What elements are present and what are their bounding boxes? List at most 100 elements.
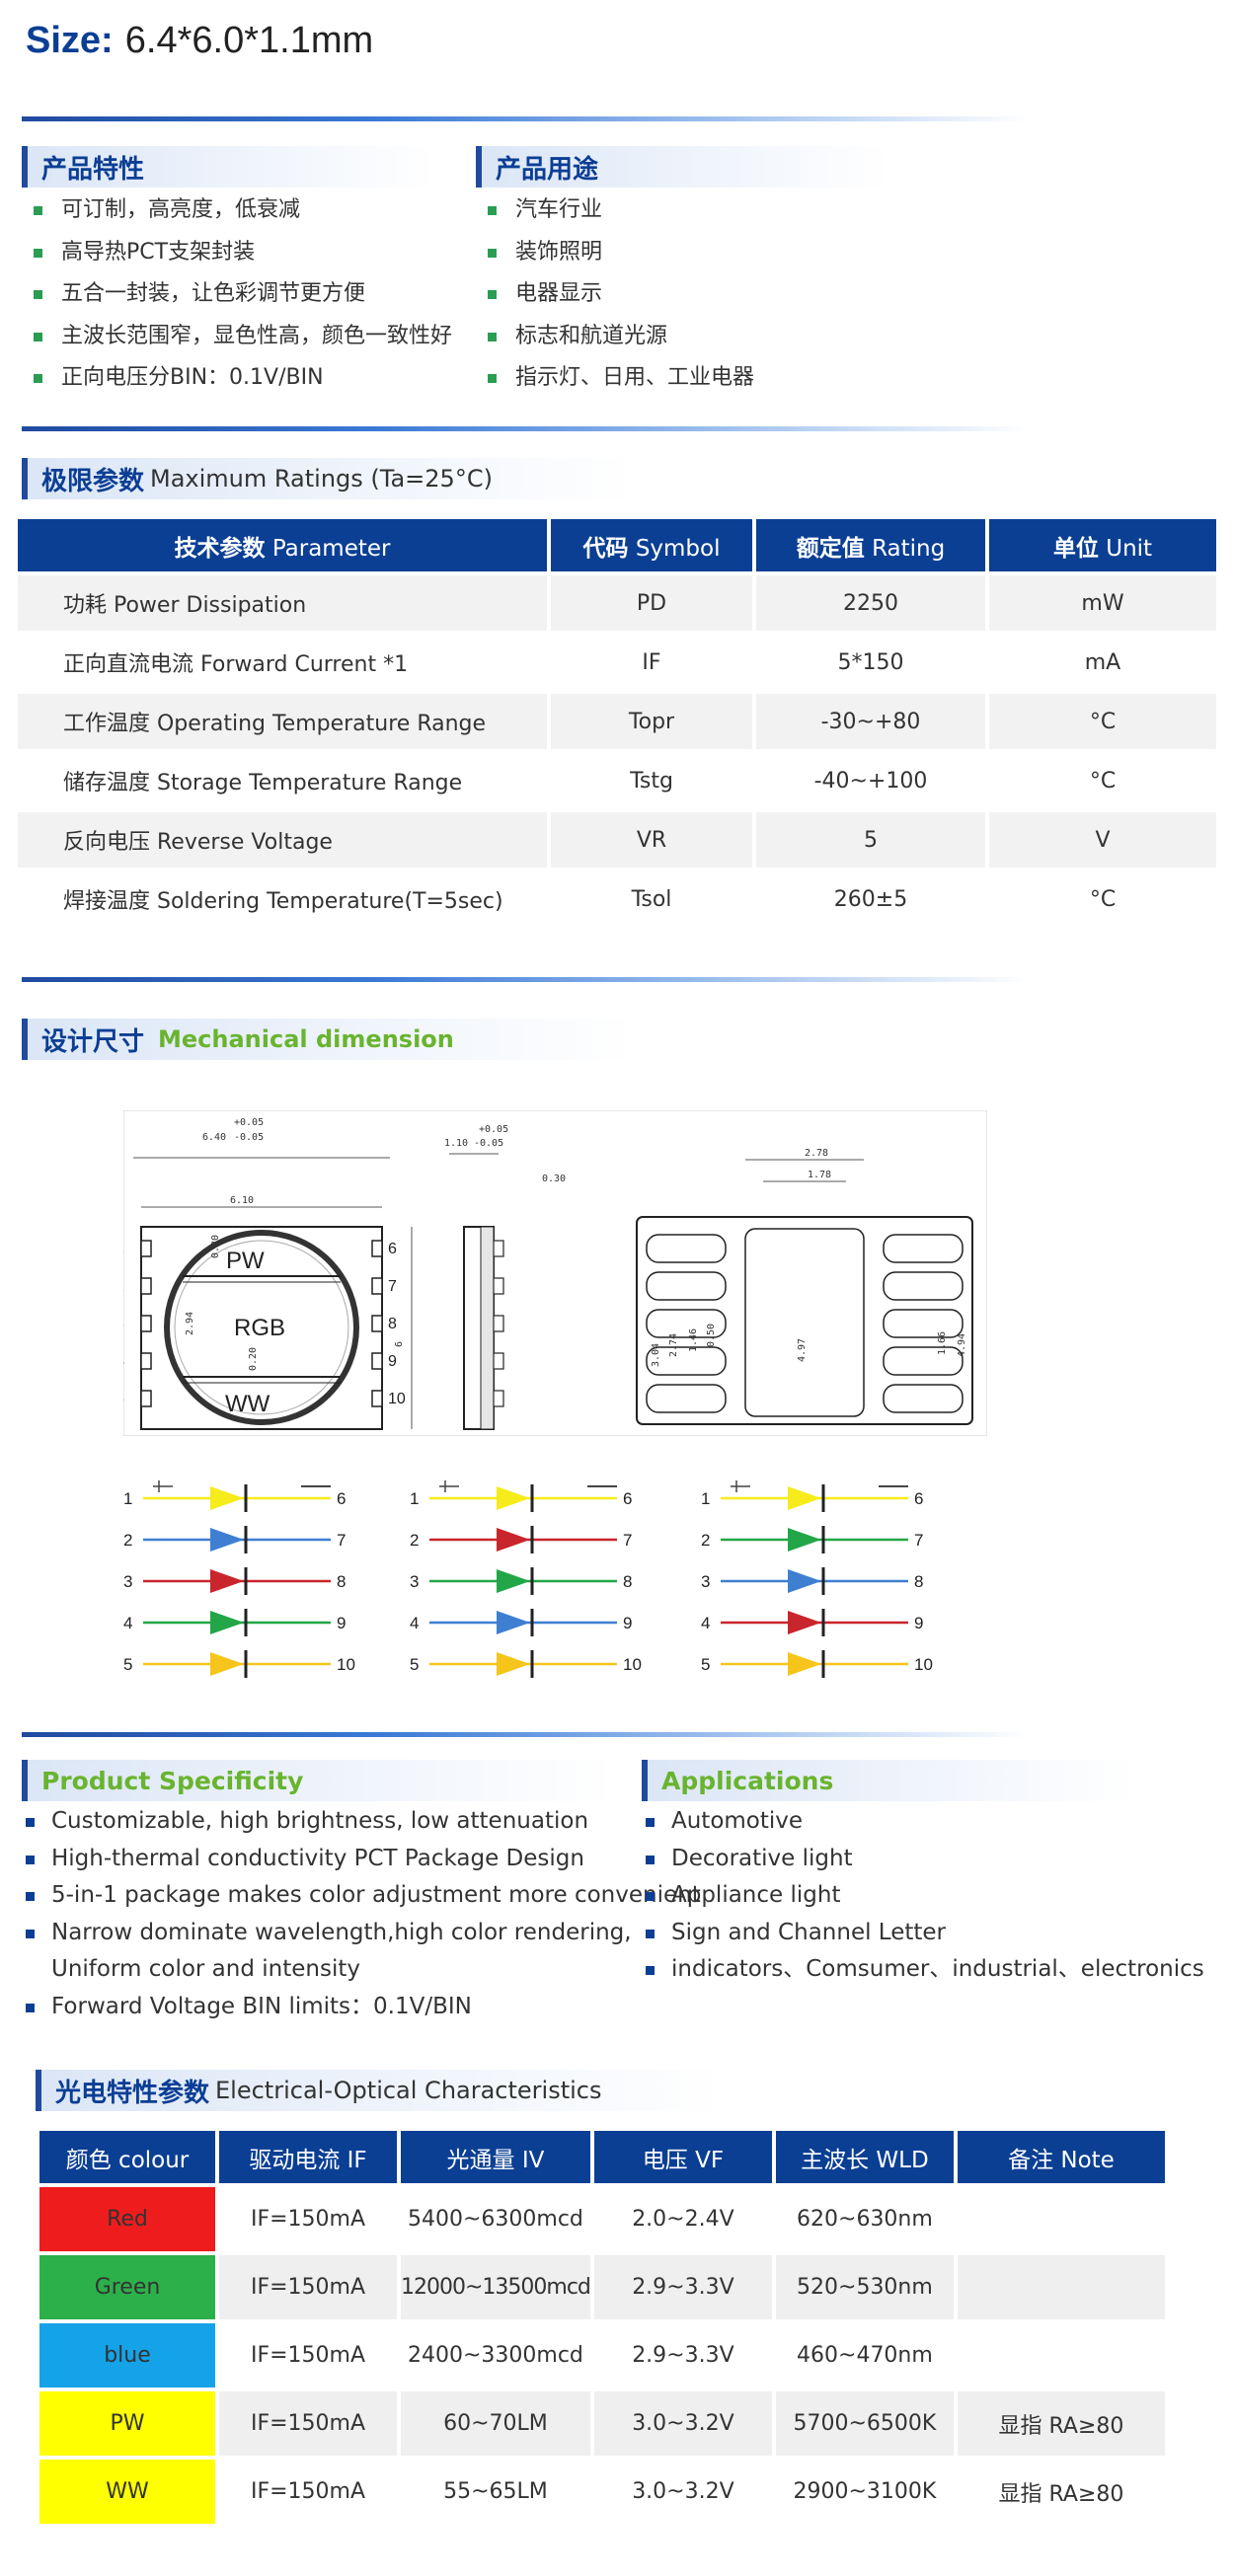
table-cell: 460~470nm xyxy=(775,2323,954,2387)
pad xyxy=(646,1234,727,1263)
dim-side-small: 0.30 xyxy=(542,1174,566,1184)
diode-icon xyxy=(497,1611,530,1634)
dim-d-c: 1.46 xyxy=(688,1328,699,1352)
pin-number: 2 xyxy=(123,1278,124,1295)
table-cell xyxy=(957,2255,1165,2319)
table-cell: 520~530nm xyxy=(775,2255,954,2319)
table-cell: -40~+100 xyxy=(756,753,985,808)
pin-number: 8 xyxy=(914,1572,923,1591)
table-cell: 5 xyxy=(756,812,985,868)
pin-number: 4 xyxy=(123,1614,132,1632)
dim-d-b: 2.74 xyxy=(668,1333,679,1357)
table-cell: 2.9~3.3V xyxy=(593,2255,772,2319)
table-cell: 12000~13500mcd xyxy=(401,2255,591,2319)
side-tol-plus: +0.05 xyxy=(479,1124,508,1135)
ratings-heading: 极限参数 Maximum Ratings (Ta=25°C) xyxy=(22,458,634,499)
dim-d-i: 0.20 xyxy=(210,1235,221,1258)
pin-number: 10 xyxy=(623,1655,642,1674)
list-item: 5-in-1 package makes color adjustment mo… xyxy=(22,1877,701,1915)
bottom-outline xyxy=(636,1216,973,1425)
list-item: Appliance light xyxy=(642,1877,1204,1915)
table-cell: mA xyxy=(989,635,1216,690)
eo-header-cell: 光通量 IV xyxy=(401,2131,590,2183)
diode-icon xyxy=(788,1652,821,1676)
table-cell: IF=150mA xyxy=(219,2187,397,2251)
pad xyxy=(883,1271,964,1301)
pin-number: 3 xyxy=(123,1572,132,1591)
eo-header-cell: 备注 Note xyxy=(957,2131,1165,2183)
eo-heading: 光电特性参数 Electrical-Optical Characteristic… xyxy=(36,2070,727,2111)
diode-icon xyxy=(788,1611,821,1634)
list-item: 高导热PCT支架封装 xyxy=(30,232,452,274)
table-cell xyxy=(957,2187,1165,2251)
list-item: Uniform color and intensity xyxy=(51,1956,360,1982)
header-cn: 技术参数 xyxy=(174,535,266,562)
diode-icon xyxy=(210,1569,244,1593)
ratings-header-cell: 技术参数 Parameter xyxy=(18,519,547,571)
pin-number: 1 xyxy=(410,1489,419,1508)
pin-number: 2 xyxy=(123,1531,132,1550)
applications-cn-heading: 产品用途 xyxy=(476,146,890,188)
table-cell: IF=150mA xyxy=(219,2391,397,2456)
eo-header-cell: 颜色 colour xyxy=(39,2131,215,2183)
table-cell: 工作温度 Operating Temperature Range xyxy=(18,694,547,749)
list-item: Automotive xyxy=(642,1803,1204,1841)
table-cell: 55~65LM xyxy=(401,2460,590,2524)
top-view: +0.05 6.40 -0.05 6.10 PW RGB WW 2.94 0.2… xyxy=(123,1117,413,1430)
dim-d-j: 0.20 xyxy=(248,1347,259,1371)
features-cn-list: 可订制，高亮度，低衰减高导热PCT支架封装五合一封装，让色彩调节更方便主波长范围… xyxy=(30,189,452,400)
features-cn-title: 产品特性 xyxy=(41,154,145,185)
table-cell: 2400~3300mcd xyxy=(401,2323,590,2387)
table-cell: 焊接温度 Soldering Temperature(T=5sec) xyxy=(18,871,547,927)
dim-height-right: 6 xyxy=(394,1341,405,1347)
pad xyxy=(883,1309,964,1338)
applications-en-title: Applications xyxy=(661,1766,834,1795)
colour-swatch-cell: WW xyxy=(39,2460,215,2524)
table-cell: -30~+80 xyxy=(756,694,985,749)
pin-number: 10 xyxy=(388,1391,406,1407)
mechanical-title-cn: 设计尺寸 xyxy=(41,1026,145,1057)
side-tol-minus: -0.05 xyxy=(474,1138,503,1149)
pin-number: 1 xyxy=(123,1241,124,1257)
list-item: High-thermal conductivity PCT Package De… xyxy=(22,1841,701,1878)
table-cell: VR xyxy=(551,812,752,868)
pin-number: 3 xyxy=(410,1572,419,1591)
mechanical-title-en: Mechanical dimension xyxy=(158,1025,454,1053)
pad xyxy=(646,1271,727,1301)
applications-en-heading: Applications xyxy=(642,1760,1135,1801)
diode-icon xyxy=(788,1486,821,1510)
pad xyxy=(493,1390,504,1407)
spec-en-title: Product Specificity xyxy=(41,1766,304,1795)
colour-swatch-cell: blue xyxy=(39,2323,215,2387)
table-cell: Tsol xyxy=(551,871,752,927)
diode-icon xyxy=(497,1528,530,1552)
pin-number: 1 xyxy=(701,1489,710,1508)
eo-title-cn: 光电特性参数 xyxy=(55,2078,210,2108)
list-item: 可订制，高亮度，低衰减 xyxy=(30,189,452,232)
table-cell: Topr xyxy=(551,694,752,749)
pad xyxy=(883,1234,964,1263)
eo-header-cell: 驱动电流 IF xyxy=(219,2131,397,2183)
header-cn: 单位 xyxy=(1052,535,1099,562)
side-view: +0.05 1.10 -0.05 0.30 xyxy=(444,1124,566,1430)
pin-number: 1 xyxy=(123,1489,132,1508)
diode-icon xyxy=(788,1569,821,1593)
pin-number: 5 xyxy=(123,1391,124,1407)
dim-d-e: 4.97 xyxy=(797,1338,808,1362)
pin-number: 9 xyxy=(388,1353,397,1370)
diode-icon xyxy=(788,1528,821,1552)
pin-number: 10 xyxy=(914,1655,933,1674)
pad xyxy=(493,1240,504,1257)
list-item: Sign and Channel Letter xyxy=(642,1915,1204,1952)
dim-width-inner: 6.10 xyxy=(230,1195,254,1206)
list-item: 主波长范围窄，显色性高，颜色一致性好 xyxy=(30,316,452,358)
chip-label-pw: PW xyxy=(226,1248,265,1274)
table-cell: PD xyxy=(551,575,752,631)
divider xyxy=(22,1732,1029,1737)
pad xyxy=(883,1384,964,1413)
